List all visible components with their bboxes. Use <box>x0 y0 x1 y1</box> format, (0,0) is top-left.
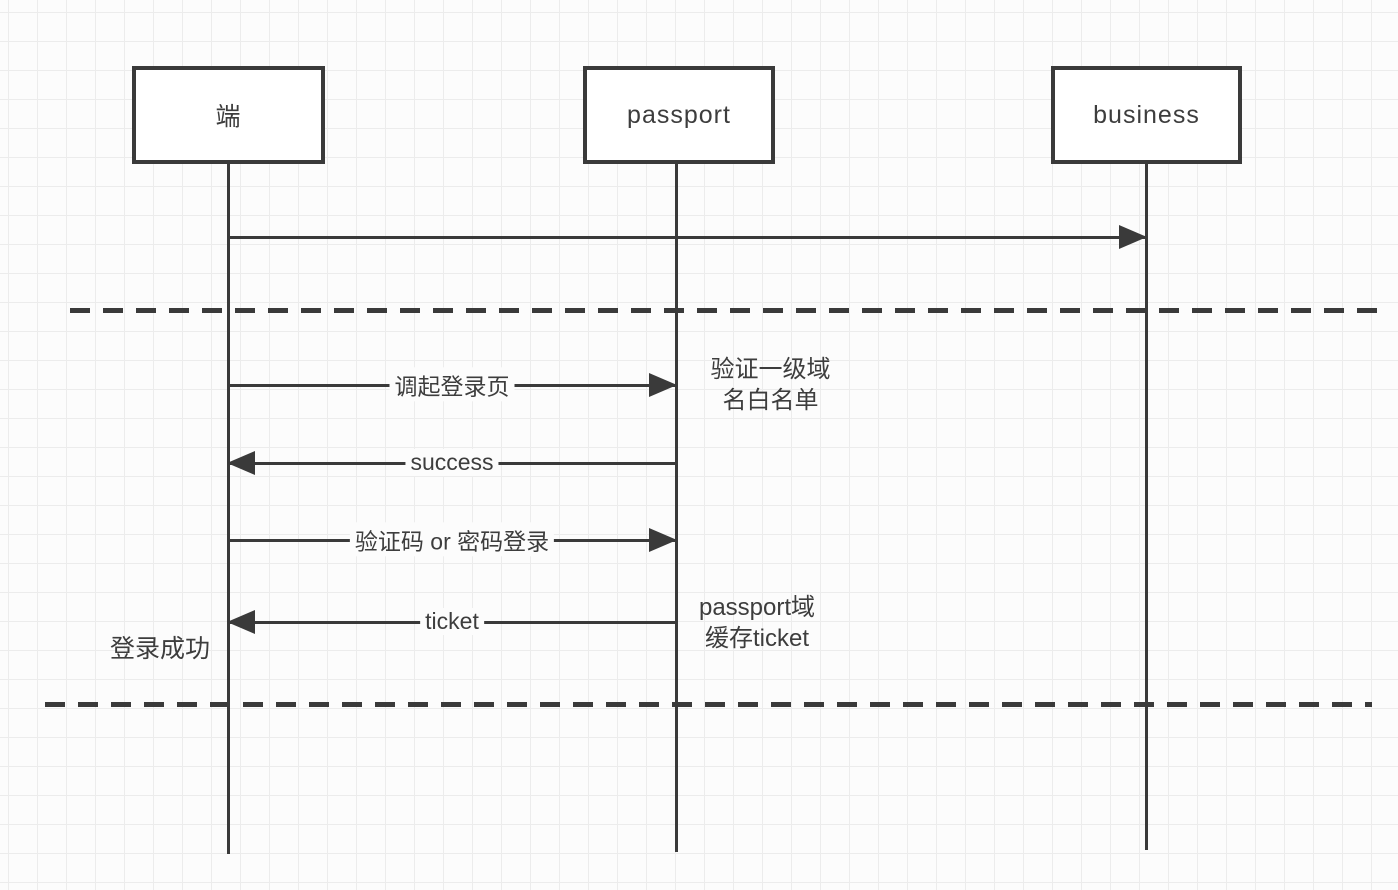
participant-business-box: business <box>1051 66 1242 164</box>
participant-business-label: business <box>1093 100 1200 129</box>
lifeline-client <box>227 164 230 854</box>
arrowhead-right-icon <box>649 528 677 552</box>
participant-passport-box: passport <box>583 66 775 164</box>
arrowhead-right-icon <box>1119 225 1147 249</box>
note-line: 缓存ticket <box>704 625 809 652</box>
arrowhead-left-icon <box>227 610 255 634</box>
dashed-separator-bottom <box>45 702 1372 707</box>
note-line: 名白名单 <box>722 387 819 414</box>
message-label: success <box>405 448 499 476</box>
message-line <box>228 235 1146 239</box>
arrowhead-right-icon <box>649 373 677 397</box>
message-label: 调起登录页 <box>389 367 515 402</box>
note-verify-domain-whitelist: 验证一级域 名白名单 <box>698 354 843 416</box>
message-label: 验证码 or 密码登录 <box>349 522 555 557</box>
dashed-separator-top <box>70 308 1385 313</box>
lifeline-business <box>1145 164 1148 850</box>
note-line: 验证一级域 <box>710 356 831 383</box>
message-label: ticket <box>420 607 484 635</box>
note-passport-cache-ticket: passport域 缓存ticket <box>686 592 828 654</box>
participant-client-box: 端 <box>132 66 325 164</box>
arrowhead-left-icon <box>227 451 255 475</box>
participant-client-label: 端 <box>215 103 242 131</box>
label-login-success: 登录成功 <box>110 635 211 663</box>
participant-passport-label: passport <box>627 100 731 129</box>
note-line: passport域 <box>698 594 816 621</box>
lifeline-passport <box>675 164 678 852</box>
